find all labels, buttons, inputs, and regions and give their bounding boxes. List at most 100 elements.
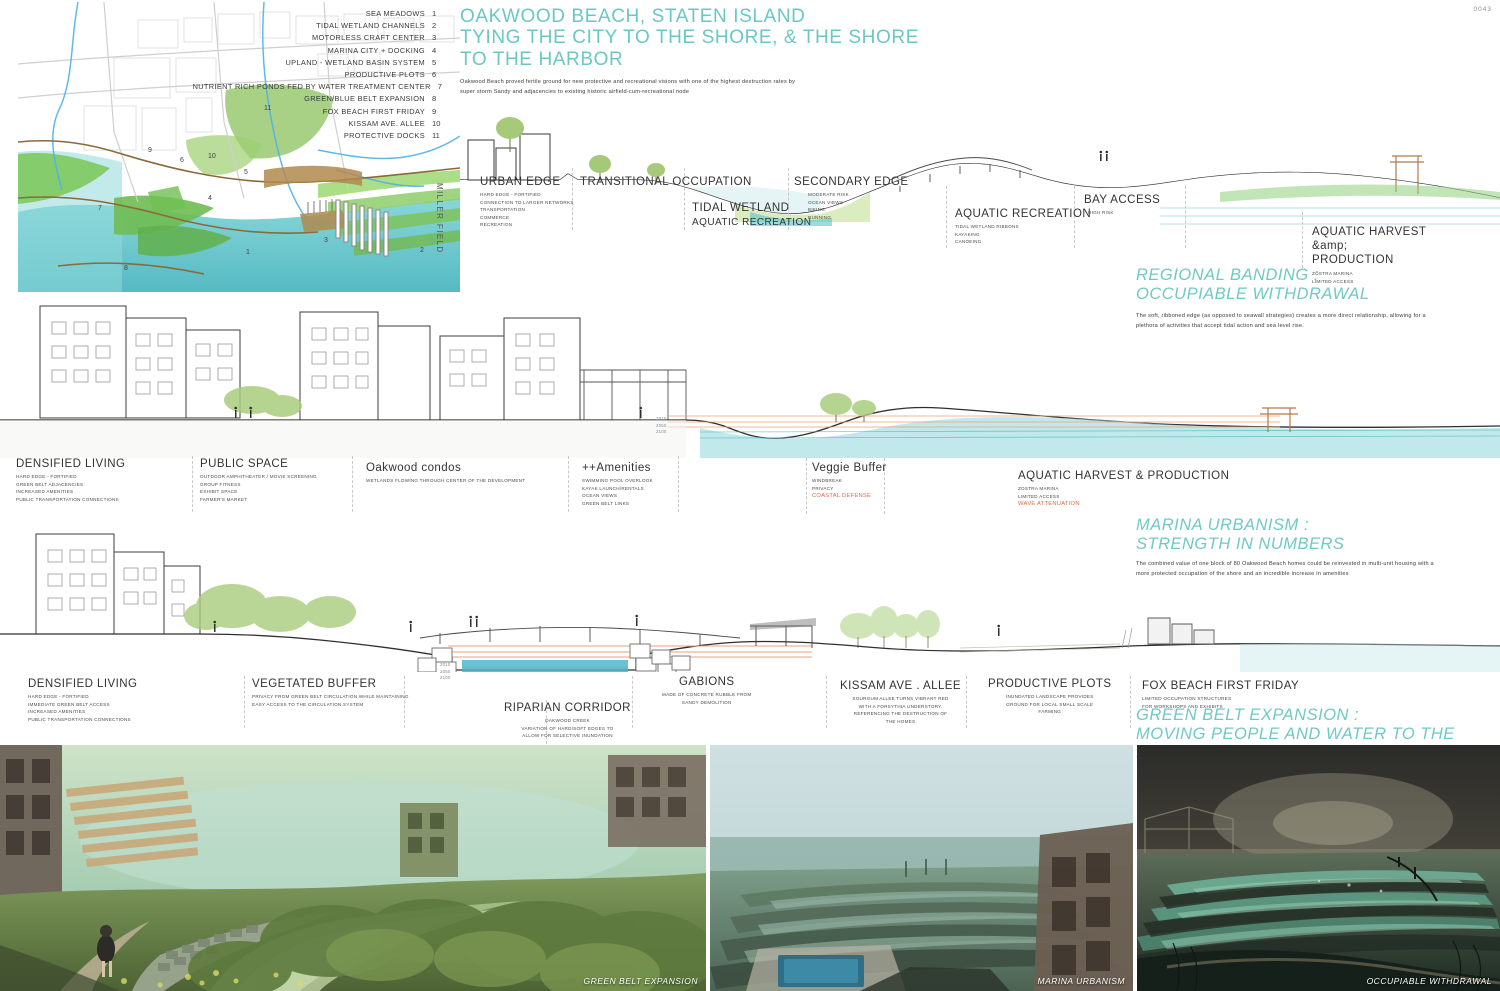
section-divider [568, 456, 569, 512]
statement-marina-urbanism: MARINA URBANISM : STRENGTH IN NUMBERS Th… [1136, 516, 1436, 579]
callout-riparian-corridor: RIPARIAN CORRIDOR OAKWOOD CREEK VARIATIO… [504, 702, 631, 740]
statement-heading-line1: MARINA URBANISM : [1136, 516, 1309, 534]
svg-text:10: 10 [208, 153, 216, 160]
callout-sub: HARD EDGE - FORTIFIED [16, 474, 77, 479]
legend-number: 8 [432, 94, 437, 104]
section-divider [1130, 676, 1131, 728]
photo-strip: GREEN BELT EXPANSION [0, 745, 1500, 991]
callout-sub: KAYAKING [955, 231, 980, 237]
callout-sub: WETLANDS FLOWING THROUGH CENTER OF THE D… [366, 478, 526, 483]
statement-heading-line2: STRENGTH IN NUMBERS [1136, 535, 1345, 554]
year-mark: 2100 [440, 675, 451, 681]
callout-sub: FOR WORKSHOPS AND EXHIBITS [1142, 703, 1223, 709]
legend-number: 7 [437, 82, 442, 92]
callout-densified-living-mid: DENSIFIED LIVING HARD EDGE - FORTIFIED G… [16, 458, 125, 503]
section-divider [884, 458, 885, 514]
callout-sub: OUTDOOR AMPHITHEATER / MOVIE SCREENING [200, 474, 317, 479]
year-mark: 2010 [440, 662, 451, 667]
callout-sub: HARD EDGE - FORTIFIED [28, 694, 89, 699]
callout-oakwood-condos: Oakwood condos WETLANDS FLOWING THROUGH … [366, 462, 525, 485]
callout-sub: GREEN BELT ADJACENCIES [16, 481, 84, 487]
svg-text:6: 6 [180, 157, 184, 164]
section-drawing-top [460, 96, 1500, 256]
callout-sub-highlight: WAVE ATTENUATION [1018, 501, 1080, 508]
callout-sub: REFERENCING THE DESTRUCTION OF [853, 711, 948, 717]
legend-number: 3 [432, 33, 437, 43]
svg-text:1: 1 [246, 249, 250, 256]
callout-sub: CANOEING [955, 239, 982, 245]
callout-sub-highlight: COASTAL DEFENSE [812, 493, 872, 500]
callout-kissam-ave-allee: KISSAM AVE . ALLEE SOURGUM ALLEE TURNS V… [840, 680, 961, 725]
svg-text:2: 2 [420, 247, 424, 254]
site-plan-map: 1 2 3 4 5 6 7 8 9 10 11 [18, 2, 460, 292]
callout-sub: INUNDATED LANDSCAPE PROVIDES [1005, 694, 1094, 699]
section-divider [684, 168, 685, 230]
callout-sub: TIDAL WETLAND RIBBONS [955, 224, 1019, 229]
callout-sub: ZOSTRA MARINA [1312, 271, 1353, 277]
legend-label: PRODUCTIVE PLOTS [344, 69, 425, 79]
section-divider [632, 676, 633, 728]
callout-densified-living-bot: DENSIFIED LIVING HARD EDGE - FORTIFIED I… [28, 678, 137, 723]
board-title-line2: TYING THE CITY TO THE SHORE, & THE SHORE… [460, 27, 919, 70]
section-divider [806, 458, 807, 514]
statement-green-belt-expansion: GREEN BELT EXPANSION : MOVING PEOPLE AND… [1136, 706, 1476, 764]
svg-text:7: 7 [98, 205, 102, 212]
callout-gabions: GABIONS MADE OF CONCRETE RUBBLE FROM SAN… [662, 676, 751, 706]
callout-title: TIDAL WETLAND [692, 202, 790, 214]
section-divider [1302, 212, 1303, 268]
callout-sub: COMMERCE [480, 214, 510, 220]
board-title-line1: OAKWOOD BEACH, STATEN ISLAND [460, 6, 806, 27]
section-divider [572, 168, 573, 230]
callout-vegetated-buffer: VEGETATED BUFFER PRIVACY FROM GREEN BELT… [252, 678, 409, 708]
callout-sub: MADE OF CONCRETE RUBBLE FROM [662, 692, 752, 697]
callout-sub: PRIVACY [812, 485, 834, 491]
statement-heading-line1: GREEN BELT EXPANSION : [1136, 706, 1360, 724]
section-divider [244, 676, 245, 728]
section-drawing-middle [0, 296, 1500, 458]
callout-sub: KAYAK LAUNCH/RENTALS [582, 485, 644, 491]
callout-title: VEGETATED BUFFER [252, 678, 377, 690]
callout-title: KISSAM AVE . ALLEE [840, 680, 962, 692]
callout-sub: RUNNING [808, 214, 832, 220]
callout-sub: EASY ACCESS TO THE CIRCULATION SYSTEM [252, 701, 364, 707]
legend-number: 5 [432, 57, 437, 67]
callout-sub: AQUATIC RECREATION [692, 217, 812, 228]
svg-text:3: 3 [324, 237, 328, 244]
statement-body: The soft, ribboned edge (as opposed to s… [1136, 312, 1426, 330]
callout-sub: THE HOMES [885, 718, 916, 724]
section-divider [192, 456, 193, 512]
callout-sub: FARMER'S MARKET [200, 496, 248, 502]
callout-sub: GREEN BELT LINKS [582, 500, 630, 506]
callout-title: SECONDARY EDGE [794, 176, 909, 188]
year-mark: 2100 [656, 429, 667, 435]
section-divider [404, 676, 405, 728]
callout-sub: OCEAN VIEWS [808, 199, 844, 205]
section-divider [352, 456, 353, 512]
photo-marina-urbanism: MARINA URBANISM [710, 745, 1133, 991]
statement-regional-banding: REGIONAL BANDING : OCCUPIABLE WITHDRAWAL… [1136, 266, 1436, 331]
callout-sub: ALLOW FOR SELECTIVE INUNDATION [522, 733, 613, 739]
callout-sub: OAKWOOD CREEK [545, 718, 590, 723]
legend-label: MARINA CITY + DOCKING [327, 45, 425, 55]
callout-secondary-edge: SECONDARY EDGE MODERATE RISK OCEAN VIEWS… [794, 176, 909, 221]
sea-level-year-marks-bottom: 2010 2050 2100 [440, 662, 451, 682]
callout-sub: HIGH RISK [1088, 210, 1114, 215]
callout-veggie-buffer: Veggie Buffer WINDBREAK PRIVACY COASTAL … [812, 462, 887, 502]
callout-aquatic-harvest-mid: AQUATIC HARVEST & PRODUCTION ZOSTRA MARI… [1018, 470, 1229, 510]
section-divider [1074, 186, 1075, 248]
callout-title: TRANSITIONAL OCCUPATION [580, 176, 752, 188]
svg-text:8: 8 [124, 265, 128, 272]
callout-productive-plots: PRODUCTIVE PLOTS INUNDATED LANDSCAPE PRO… [988, 678, 1112, 716]
callout-title: AQUATIC RECREATION [955, 208, 1092, 220]
callout-title: DENSIFIED LIVING [28, 678, 138, 690]
callout-bay-access: BAY ACCESS HIGH RISK [1084, 194, 1160, 217]
callout-sub: SOURGUM ALLEE TURNS VIBRANT RED [852, 696, 949, 701]
